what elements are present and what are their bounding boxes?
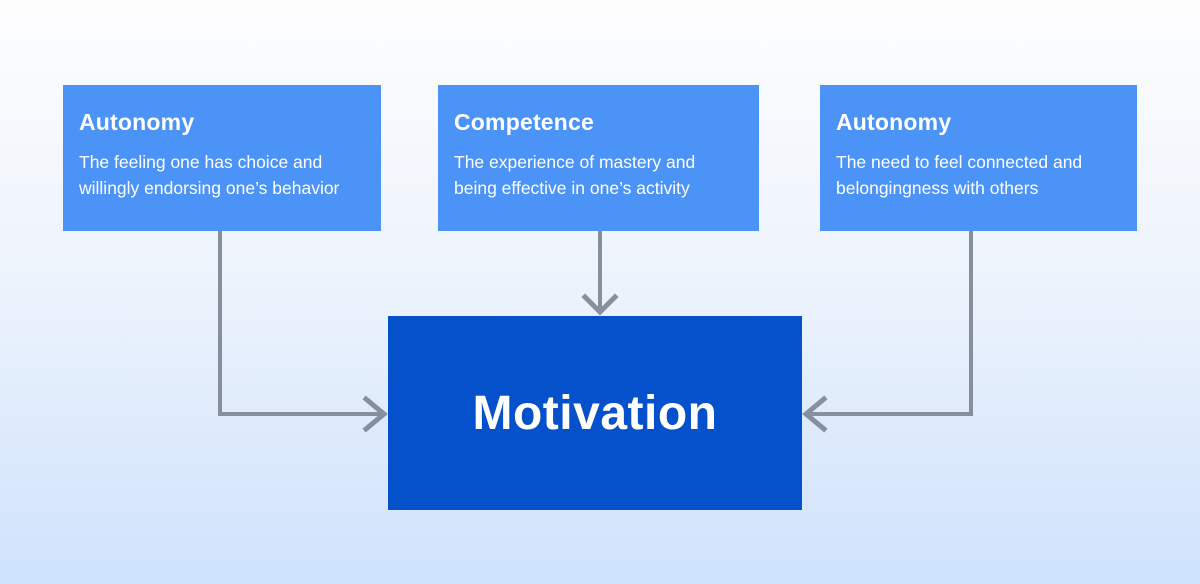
arrowhead-right-icon	[362, 395, 388, 433]
motivation-box: Motivation	[388, 316, 802, 510]
arrowhead-left-icon	[802, 395, 828, 433]
arrow-left-to-motivation	[218, 231, 388, 433]
description-line: being effective in one’s activity	[454, 178, 690, 198]
factor-box-autonomy-left: Autonomy The feeling one has choice and …	[63, 85, 381, 231]
arrow-shaft	[810, 231, 973, 416]
factor-box-competence: Competence The experience of mastery and…	[438, 85, 759, 231]
factor-heading: Autonomy	[79, 109, 195, 135]
description-line: belongingness with others	[836, 178, 1039, 198]
factor-description: The experience of mastery and being effe…	[454, 149, 741, 201]
factor-description: The need to feel connected and belonging…	[836, 149, 1119, 201]
arrowhead-down-icon	[581, 293, 619, 316]
description-line: The experience of mastery and	[454, 152, 696, 172]
factor-heading: Competence	[454, 109, 595, 135]
factor-heading: Autonomy	[836, 109, 952, 135]
arrow-middle-to-motivation	[581, 231, 619, 316]
description-line: willingly endorsing one’s behavior	[79, 178, 340, 198]
description-line: The feeling one has choice and	[79, 152, 323, 172]
arrow-shaft	[218, 231, 380, 416]
description-line: The need to feel connected and	[836, 152, 1083, 172]
factor-box-autonomy-right: Autonomy The need to feel connected and …	[820, 85, 1137, 231]
motivation-title: Motivation	[472, 386, 718, 440]
factor-description: The feeling one has choice and willingly…	[79, 149, 363, 201]
arrow-right-to-motivation	[802, 231, 973, 433]
